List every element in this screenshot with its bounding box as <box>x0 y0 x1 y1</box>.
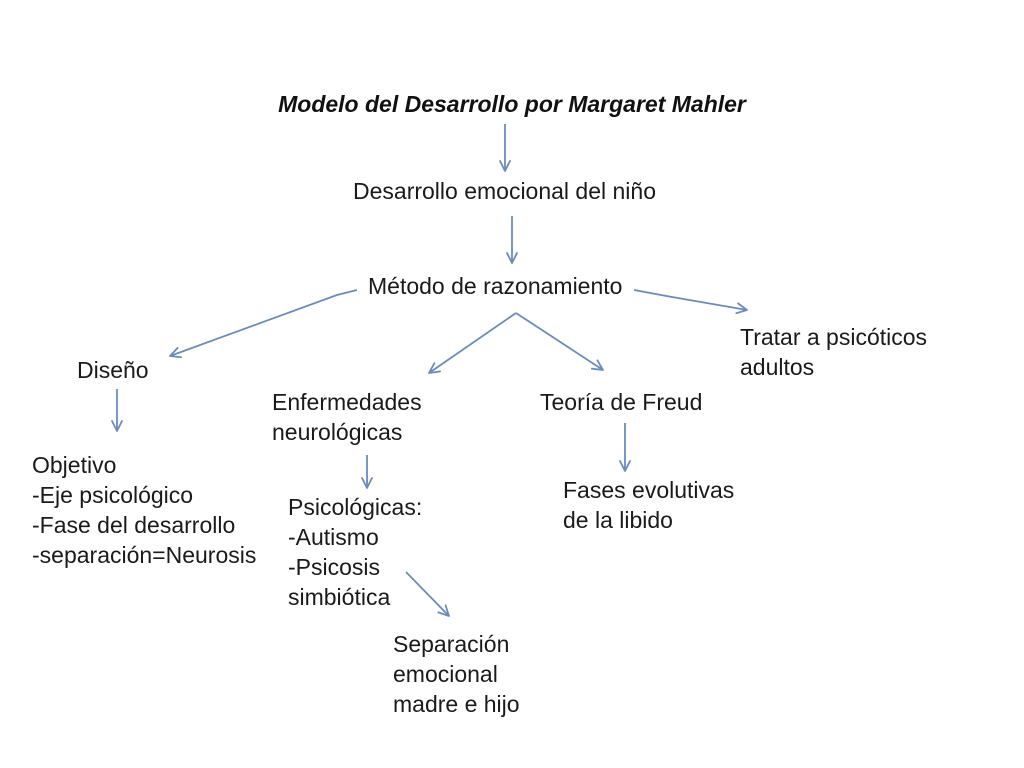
node-tratar-psicoticos: Tratar a psicóticos adultos <box>740 324 928 380</box>
node-separacion-emocional: Separación emocional madre e hijo <box>393 631 520 717</box>
arrow-metodo-to-enfermedades <box>428 312 517 374</box>
arrow-metodo-to-tratar <box>633 289 748 315</box>
arrow-metodo-to-teoria <box>515 312 604 371</box>
node-teoria-de-freud: Teoría de Freud <box>540 389 703 415</box>
node-desarrollo-emocional: Desarrollo emocional del niño <box>353 178 656 204</box>
node-objetivo-list: Objetivo -Eje psicológico -Fase del desa… <box>32 452 257 568</box>
arrow-psicosis-to-separacion <box>405 571 450 617</box>
node-diseno: Diseño <box>77 357 149 383</box>
node-fases-evolutivas: Fases evolutivas de la libido <box>563 477 735 533</box>
node-psicologicas-list: Psicológicas: -Autismo -Psicosis simbiót… <box>288 494 423 610</box>
diagram-title: Modelo del Desarrollo por Margaret Mahle… <box>278 91 746 117</box>
node-enfermedades-neurologicas: Enfermedades neurológicas <box>272 389 422 445</box>
node-metodo-razonamiento: Método de razonamiento <box>368 273 623 299</box>
arrow-metodo-to-diseno <box>169 289 358 359</box>
